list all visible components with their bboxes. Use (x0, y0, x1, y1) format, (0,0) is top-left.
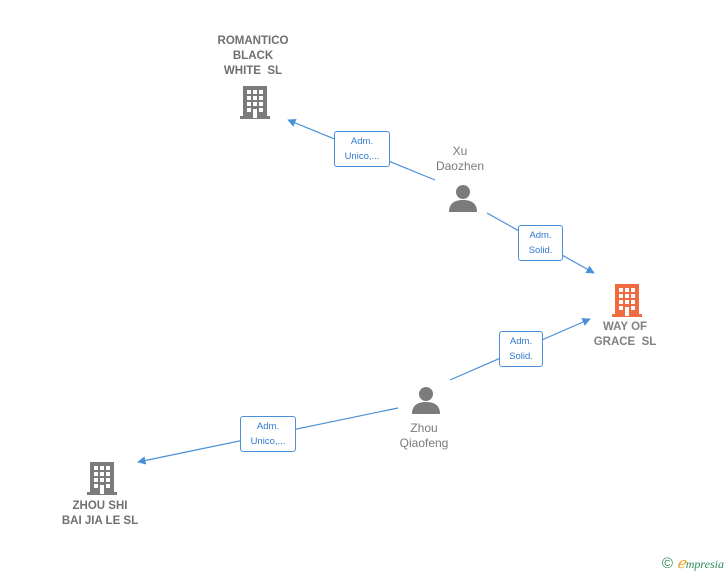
edge-label: Adm. Solid. (518, 225, 563, 261)
edge-label: Adm. Unico,... (334, 131, 390, 167)
brand-name: mpresia (685, 557, 724, 571)
edge-label-line: Solid. (528, 245, 553, 256)
brand-logo: ©ℯmpresia (662, 554, 724, 573)
copyright-icon: © (661, 555, 673, 572)
building-icon[interactable] (86, 460, 118, 496)
edge-label-line: Adm. (509, 336, 533, 347)
person-icon[interactable] (411, 385, 441, 415)
edge-label-line: Unico,... (344, 151, 380, 162)
node-label-romantico[interactable]: ROMANTICO BLACK WHITE SL (203, 34, 303, 79)
building-icon[interactable] (239, 84, 271, 120)
node-label-line: GRACE SL (593, 336, 657, 348)
node-label-line: ZHOU SHI (72, 500, 128, 512)
edge-label-line: Adm. (529, 230, 552, 241)
edge-label-line: Solid. (509, 351, 533, 362)
node-label-way-of-grace[interactable]: WAY OF GRACE SL (575, 320, 675, 350)
node-label-line: Daozhen (435, 159, 485, 173)
node-label-line: Zhou (410, 421, 438, 435)
edge-label-line: Unico,... (250, 436, 286, 447)
node-label-zhou-qiaofeng[interactable]: Zhou Qiaofeng (384, 421, 464, 451)
edge-label-line: Adm. (256, 421, 280, 432)
node-label-line: WHITE SL (223, 65, 283, 77)
brand-initial: ℯ (676, 556, 686, 572)
node-label-line: WAY OF (602, 321, 648, 333)
node-label-line: BLACK (232, 50, 274, 62)
node-label-line: Qiaofeng (399, 436, 449, 450)
node-label-line: Xu (452, 144, 468, 158)
node-label-xu[interactable]: Xu Daozhen (420, 144, 500, 174)
building-icon[interactable] (611, 282, 643, 318)
edge-label-line: Adm. (350, 136, 374, 147)
node-label-line: BAI JIA LE SL (61, 515, 139, 527)
node-label-line: ROMANTICO (217, 35, 289, 47)
node-label-zhou-shi[interactable]: ZHOU SHI BAI JIA LE SL (45, 499, 155, 529)
person-icon[interactable] (448, 183, 478, 213)
edge-label: Adm. Solid. (499, 331, 543, 367)
edge-label: Adm. Unico,... (240, 416, 296, 452)
